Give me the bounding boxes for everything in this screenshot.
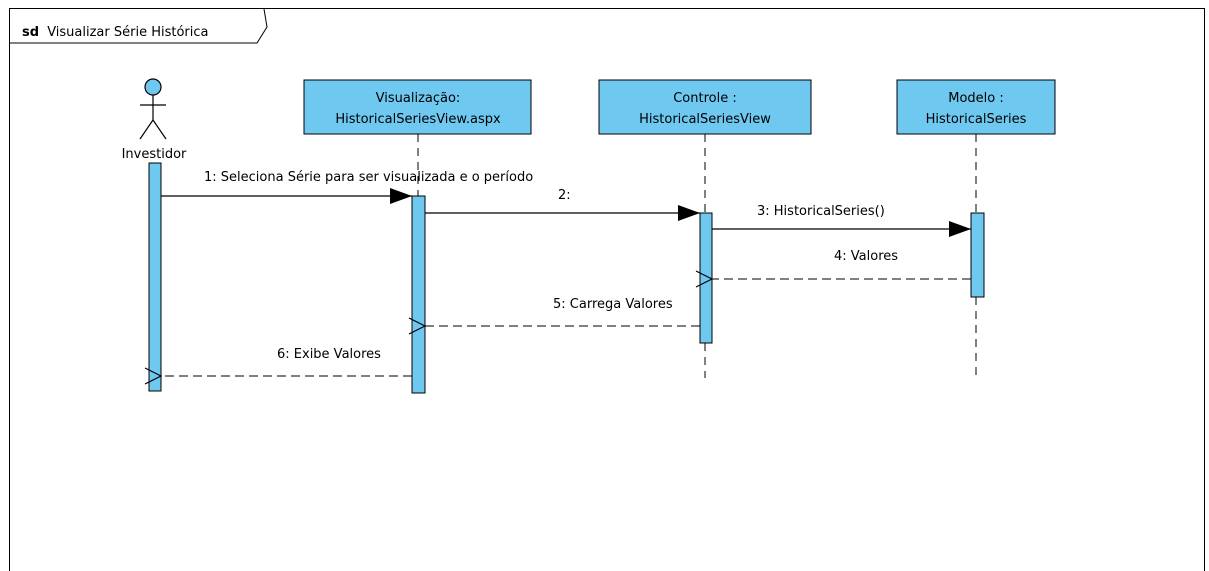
lifeline-modelo: Modelo : HistoricalSeries (896, 79, 1056, 378)
actor-head (144, 78, 162, 96)
frame-title-tab (10, 8, 268, 44)
lifeline-modelo-line1: Modelo : (948, 91, 1004, 106)
actor-name: Investidor (122, 147, 187, 162)
lifeline-box-visualizacao (303, 79, 532, 135)
activation-modelo (970, 212, 985, 298)
lifeline-visualizacao-line2: HistoricalSeriesView.aspx (335, 112, 501, 127)
message-3-label: 3: HistoricalSeries() (757, 204, 885, 219)
frame-title: sd Visualizar Série Histórica (22, 25, 209, 40)
message-4-label: 4: Valores (834, 249, 898, 264)
lifeline-controle: Controle : HistoricalSeriesView (598, 79, 812, 378)
lifeline-box-modelo (896, 79, 1056, 135)
lifeline-visualizacao: Visualização: HistoricalSeriesView.aspx (303, 79, 532, 196)
message-1-label: 1: Seleciona Série para ser visualizada … (204, 170, 533, 185)
lifeline-controle-line1: Controle : (673, 91, 737, 106)
actor-investidor: Investidor (122, 78, 187, 162)
lifeline-visualizacao-line1: Visualização: (376, 91, 461, 106)
lifeline-modelo-line2: HistoricalSeries (926, 112, 1027, 127)
diagram-frame (9, 8, 1205, 571)
activation-controle (699, 212, 713, 344)
frame-keyword: sd (22, 25, 39, 40)
message-6-label: 6: Exibe Valores (277, 347, 381, 362)
frame-title-text: Visualizar Série Histórica (47, 25, 208, 40)
activation-visualizacao (411, 195, 426, 394)
activation-investidor (148, 162, 162, 392)
lifeline-box-controle (598, 79, 812, 135)
message-5-label: 5: Carrega Valores (553, 297, 673, 312)
lifeline-controle-line2: HistoricalSeriesView (639, 112, 771, 127)
message-2-label: 2: (558, 188, 571, 203)
